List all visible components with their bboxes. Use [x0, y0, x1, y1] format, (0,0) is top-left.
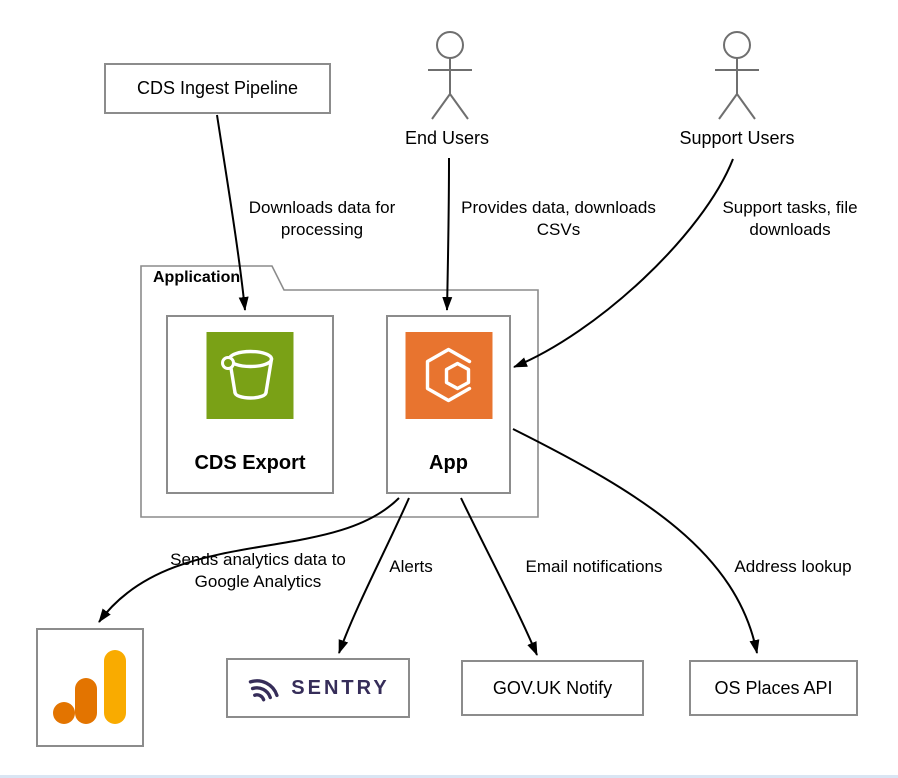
edge-label-address-lookup: Address lookup [734, 557, 852, 576]
node-cds-export: CDS Export [166, 315, 334, 494]
edge-label-support-tasks: Support tasks, file downloads [722, 198, 858, 240]
person-actor-icon [428, 31, 472, 120]
edge-app-to-govuk-notify [460, 497, 538, 656]
aws-ecs-container-icon [405, 332, 492, 419]
node-app: App [386, 315, 511, 494]
sentry-logo: SENTRY [246, 671, 389, 705]
window-bottom-edge [0, 775, 898, 778]
node-govuk-notify: GOV.UK Notify [461, 660, 644, 716]
edge-end-users-to-app [442, 157, 453, 311]
google-analytics-icon [38, 630, 142, 745]
sentry-wordmark: SENTRY [291, 676, 390, 699]
edge-label-sends-analytics: Sends analytics data to Google Analytics [170, 550, 346, 592]
node-os-places-api-label: OS Places API [714, 677, 833, 698]
person-actor-icon [715, 31, 759, 120]
node-govuk-notify-label: GOV.UK Notify [492, 677, 613, 698]
node-app-label: App [429, 452, 468, 474]
edge-label-email-notifications: Email notifications [525, 557, 663, 576]
edge-label-downloads-data: Downloads data for processing [248, 198, 396, 240]
node-sentry: SENTRY [226, 658, 410, 718]
edge-group [98, 114, 760, 656]
node-os-places-api: OS Places API [689, 660, 858, 716]
sentry-ripple-icon [246, 671, 282, 705]
edge-label-provides-data: Provides data, downloads CSVs [461, 198, 656, 240]
node-cds-ingest-pipeline: CDS Ingest Pipeline [104, 63, 331, 114]
edge-ingest-to-cds-export [216, 114, 249, 311]
actor-support-users-label: Support Users [679, 128, 795, 148]
edge-app-to-google-analytics [98, 497, 400, 623]
node-cds-export-label: CDS Export [194, 452, 306, 474]
actor-end-users-label: End Users [404, 128, 490, 148]
node-google-analytics [36, 628, 144, 747]
edge-support-users-to-app [513, 158, 734, 368]
aws-s3-bucket-icon [206, 332, 294, 419]
application-boundary-label: Application [153, 269, 241, 286]
edge-app-to-os-places [512, 428, 760, 654]
edge-app-to-sentry [338, 497, 410, 654]
edge-label-alerts: Alerts [389, 557, 433, 576]
node-cds-ingest-pipeline-label: CDS Ingest Pipeline [136, 78, 299, 98]
